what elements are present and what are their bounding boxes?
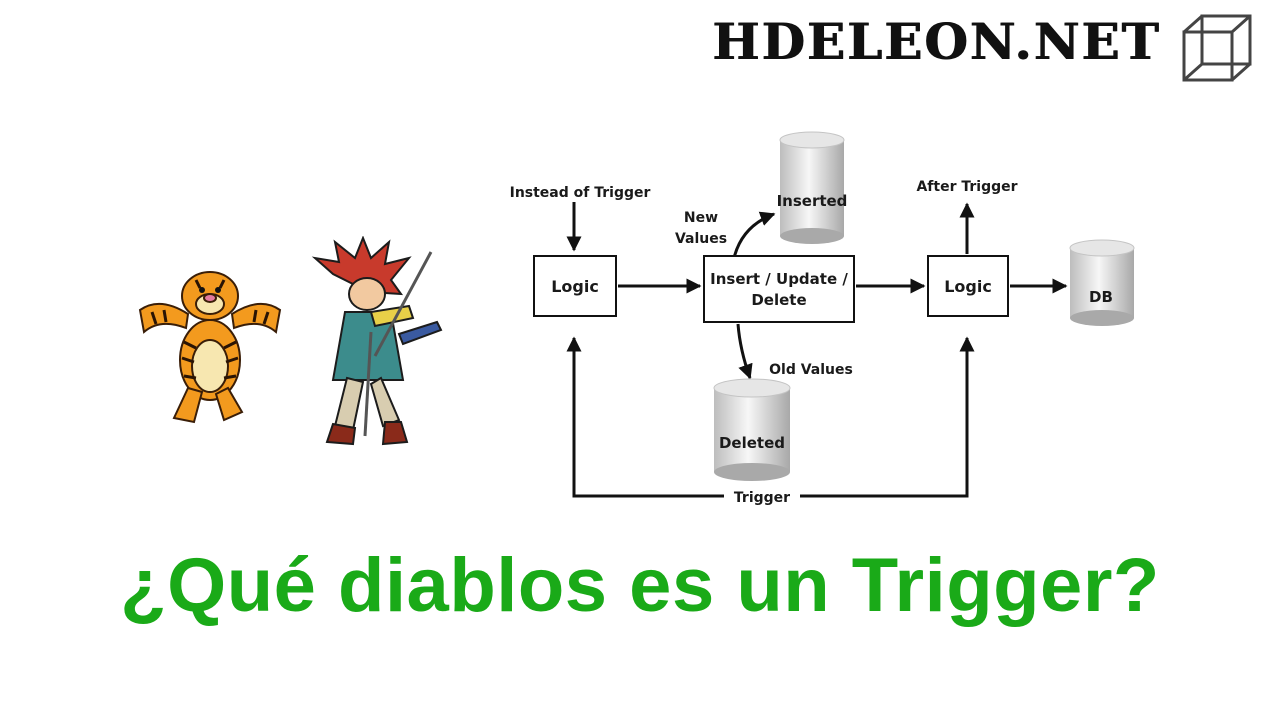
inserted-table-cylinder: Inserted bbox=[777, 131, 848, 244]
deleted-label: Deleted bbox=[719, 434, 785, 452]
inserted-label: Inserted bbox=[777, 192, 848, 210]
logic-left-label: Logic bbox=[551, 277, 599, 296]
after-trigger-label: After Trigger bbox=[916, 179, 1017, 195]
insert-update-delete-box: Insert / Update / Delete bbox=[703, 255, 855, 323]
new-values-label-line2: Values bbox=[675, 231, 727, 247]
instead-of-trigger-label: Instead of Trigger bbox=[510, 185, 651, 201]
arrow-old-values bbox=[736, 323, 753, 380]
wireframe-cube-icon bbox=[1182, 14, 1252, 82]
tigger-cartoon-icon bbox=[138, 271, 282, 424]
logic-box-right: Logic bbox=[927, 255, 1009, 317]
anime-swordsman-icon bbox=[311, 236, 443, 446]
iud-label-line1: Insert / Update / bbox=[710, 270, 848, 288]
db-label: DB bbox=[1089, 288, 1113, 306]
new-values-label-line1: New bbox=[684, 210, 718, 226]
headline: ¿Qué diablos es un Trigger? bbox=[120, 543, 1160, 628]
trigger-label: Trigger bbox=[734, 490, 790, 506]
iud-label-line2: Delete bbox=[751, 291, 806, 309]
logic-box-left: Logic bbox=[533, 255, 617, 317]
trigger-feedback-right bbox=[800, 336, 975, 498]
db-cylinder: DB bbox=[1069, 239, 1135, 326]
brand-title: HDELEON.NET bbox=[712, 12, 1161, 71]
arrow-new-values bbox=[732, 211, 776, 259]
deleted-table-cylinder: Deleted bbox=[713, 378, 791, 481]
logic-right-label: Logic bbox=[944, 277, 992, 296]
trigger-feedback-left bbox=[566, 336, 724, 498]
old-values-label: Old Values bbox=[769, 362, 853, 378]
